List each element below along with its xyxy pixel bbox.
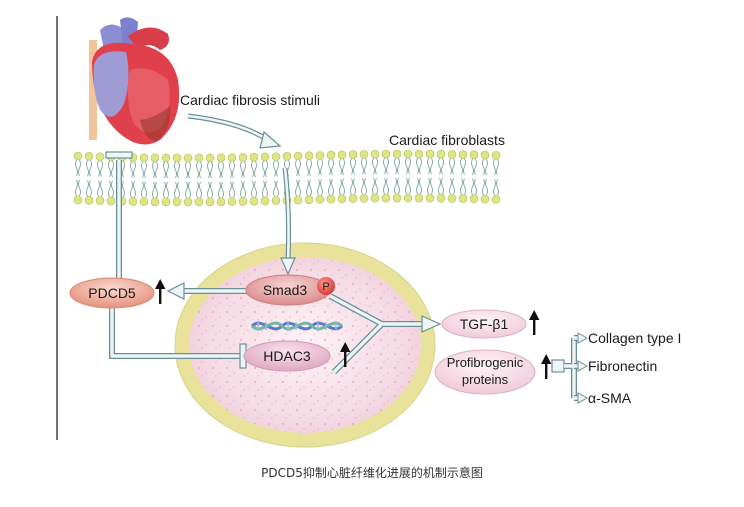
arrow-stimuli-to-membrane <box>187 113 270 143</box>
arrow-to-tgfb1 <box>328 293 442 375</box>
heart-icon <box>89 17 180 145</box>
hdac3-label: HDAC3 <box>263 348 311 364</box>
tgfb1-node <box>441 309 527 339</box>
profibrogenic-label-1: Profibrogenic <box>447 355 524 370</box>
profibrogenic-node <box>434 349 536 395</box>
phospho-badge <box>317 277 335 295</box>
up-arrow-icon <box>155 279 166 304</box>
up-arrow-icon <box>340 342 351 367</box>
up-arrow-icon <box>541 354 552 379</box>
collagen-label: Collagen type I <box>588 330 681 346</box>
pathway-diagram: PDCD5 Smad3 P HDAC3 TGF-β1 Profibrogenic… <box>56 16 681 448</box>
stimuli-label: Cardiac fibrosis stimuli <box>180 92 320 108</box>
phospho-label: P <box>322 281 329 293</box>
asma-label: α-SMA <box>588 390 632 406</box>
up-arrow-icon <box>529 310 540 335</box>
pdcd5-label: PDCD5 <box>88 285 136 301</box>
inhibition-pdcd5-to-heart <box>105 151 133 280</box>
lipid-bilayer <box>73 149 501 207</box>
fibroblasts-label: Cardiac fibroblasts <box>389 132 505 148</box>
bracket-to-products <box>551 332 589 404</box>
smad3-label: Smad3 <box>263 282 308 298</box>
tgfb1-label: TGF-β1 <box>460 316 509 332</box>
profibrogenic-label-2: proteins <box>462 372 509 387</box>
dna-helix-icon <box>250 321 344 331</box>
figure-caption: PDCD5抑制心脏纤维化进展的机制示意图 <box>261 466 483 480</box>
pdcd5-node <box>69 277 155 309</box>
fibronectin-label: Fibronectin <box>588 358 657 374</box>
hdac3-node <box>243 340 331 372</box>
